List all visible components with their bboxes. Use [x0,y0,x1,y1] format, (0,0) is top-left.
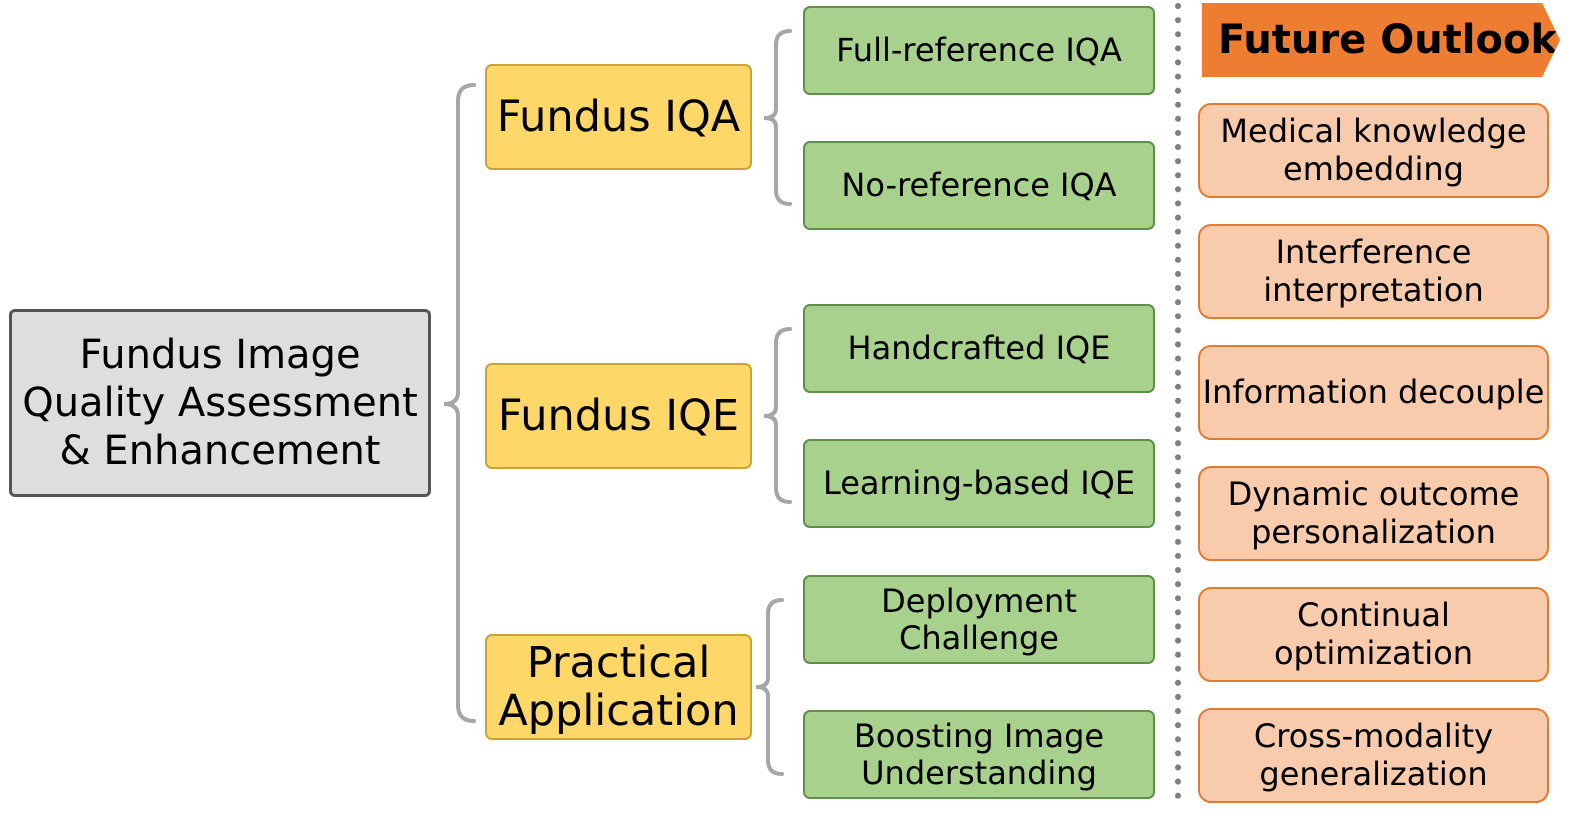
outlook-item-label: Continual optimization [1273,595,1474,672]
outlook-item-label: Interference interpretation [1263,232,1484,309]
subcategory-full-reference-iqa: Full-reference IQA [803,6,1155,95]
subcategory-label: Deployment Challenge [881,581,1077,657]
future-outlook-header: Future Outlook [1202,3,1560,77]
root-label: Fundus Image Quality Assessment & Enhanc… [22,332,418,474]
category-label: Fundus IQA [496,91,741,142]
outlook-item-label: Dynamic outcome personalization [1227,474,1520,551]
application-bracket [755,598,784,776]
subcategory-label: No-reference IQA [841,166,1117,205]
future-outlook-title: Future Outlook [1218,17,1558,63]
outlook-item-label: Information decouple [1202,372,1545,411]
subcategory-deployment-challenge: Deployment Challenge [803,575,1155,664]
iqa-bracket [763,29,792,206]
outlook-item-interference-interpretation: Interference interpretation [1198,224,1549,319]
category-label: Fundus IQE [497,390,740,441]
outlook-item-label: Cross-modality generalization [1253,716,1494,793]
root-node: Fundus Image Quality Assessment & Enhanc… [9,309,431,497]
outlook-item-continual-optimization: Continual optimization [1198,587,1549,682]
category-fundus-iqa: Fundus IQA [485,64,752,170]
category-fundus-iqe: Fundus IQE [485,363,752,469]
subcategory-no-reference-iqa: No-reference IQA [803,141,1155,230]
outlook-item-dynamic-outcome: Dynamic outcome personalization [1198,466,1549,561]
subcategory-label: Boosting Image Understanding [853,716,1105,792]
outlook-item-label: Medical knowledge embedding [1220,111,1527,188]
subcategory-label: Handcrafted IQE [847,329,1111,368]
iqe-bracket [763,327,792,504]
outlook-item-medical-knowledge: Medical knowledge embedding [1198,103,1549,198]
outlook-item-cross-modality: Cross-modality generalization [1198,708,1549,803]
category-label: Practical Application [498,637,739,736]
subcategory-boosting-image-understanding: Boosting Image Understanding [803,710,1155,799]
root-bracket [443,83,476,723]
subcategory-handcrafted-iqe: Handcrafted IQE [803,304,1155,393]
subcategory-label: Learning-based IQE [822,464,1136,503]
outlook-item-information-decouple: Information decouple [1198,345,1549,440]
subcategory-learning-based-iqe: Learning-based IQE [803,439,1155,528]
subcategory-label: Full-reference IQA [836,31,1122,70]
category-practical-application: Practical Application [485,634,752,740]
